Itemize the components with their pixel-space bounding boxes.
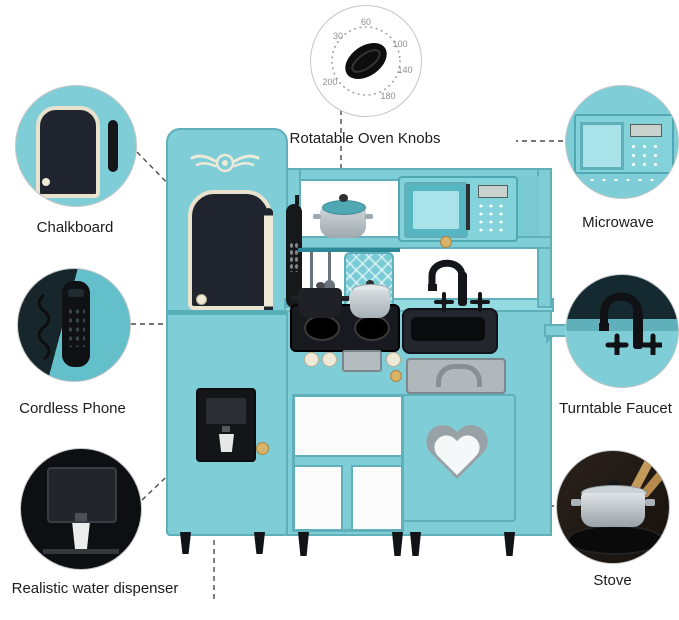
range-display: [342, 350, 382, 372]
microwave-keypad: [476, 202, 508, 232]
shelf-pot-handle-left: [313, 214, 321, 219]
back-fill-behind-microwave: [514, 176, 539, 238]
svg-text:60: 60: [361, 17, 371, 27]
oven-knob-photo: 30 60 100 140 180 200: [310, 5, 422, 117]
cabinet-divider: [341, 465, 353, 529]
shelf-pot-lid: [322, 200, 366, 215]
spoon-head: [324, 280, 335, 294]
black-pot-body: [298, 288, 342, 318]
black-pot-handle-left: [291, 296, 298, 301]
svg-text:140: 140: [397, 65, 412, 75]
microwave-door: [404, 182, 468, 238]
dispenser-spout: [222, 426, 230, 432]
stove-burner: [567, 525, 663, 555]
faucet-detail: [599, 292, 662, 355]
main-leg-2: [392, 532, 403, 556]
dial-numbers: 30 60 100 140 180 200: [322, 17, 412, 101]
turntable-faucet-label: Turntable Faucet: [559, 400, 672, 417]
shelf-pot-knob: [339, 194, 348, 202]
black-pot-handle-right: [342, 296, 349, 301]
phone-detail-keypad: [67, 307, 85, 347]
chalkboard-detail-handle: [108, 120, 118, 172]
dispenser-detail-spout: [75, 513, 87, 521]
sink-basin: [411, 317, 485, 341]
microwave-detail-display: [630, 124, 662, 137]
black-pot-knob: [316, 282, 325, 289]
oven-heart-window: [433, 436, 481, 480]
drawer-handle: [436, 364, 482, 387]
microwave-label: Microwave: [582, 214, 654, 231]
dispenser-cup: [219, 434, 234, 452]
phone-cord: [37, 293, 51, 361]
burner-right: [354, 315, 390, 341]
sink: [402, 308, 498, 354]
microwave-handle: [466, 184, 470, 230]
knob-dial: 30 60 100 140 180 200: [322, 17, 412, 101]
phone-detail-speaker: [68, 289, 84, 297]
water-dispenser-photo: [20, 448, 142, 570]
chalkboard-knob: [196, 294, 207, 305]
steel-pot-body: [350, 290, 390, 318]
dispenser-detail-tray: [43, 549, 119, 554]
water-dispenser-label: Realistic water dispenser: [11, 580, 179, 597]
stove-pot-handle-right: [645, 499, 655, 506]
turntable-faucet: [428, 259, 490, 312]
oven-knobs-label: Rotatable Oven Knobs: [289, 130, 441, 147]
phone-keypad: [289, 242, 299, 272]
wings-emblem: [190, 153, 260, 173]
fridge-leg-right: [254, 532, 265, 554]
chalkboard-door: [188, 190, 272, 310]
cordless-phone-label: Cordless Phone: [19, 400, 126, 417]
main-leg-3: [410, 532, 421, 556]
svg-text:200: 200: [322, 77, 337, 87]
fridge-divider: [166, 310, 288, 315]
range-knob-1: [304, 352, 319, 367]
shelf-pot-handle-right: [365, 214, 373, 219]
stove-pot-handle-left: [571, 499, 581, 506]
main-leg-4: [504, 532, 515, 556]
burner-left: [304, 315, 340, 341]
kitchen-microwave: [398, 176, 518, 242]
faucet-photo: [565, 274, 679, 388]
microwave-detail-window: [580, 122, 624, 170]
stove-pot-body: [581, 493, 645, 527]
range-wood-knob: [390, 370, 402, 382]
dispenser-recess: [206, 398, 246, 424]
stove-photo: [556, 450, 670, 564]
microwave-photo: [565, 85, 679, 199]
range-knob-3: [386, 352, 401, 367]
faucet-photo-counter-edge: [566, 319, 678, 331]
microwave-display: [478, 185, 508, 198]
shelf-wood-knob: [440, 236, 452, 248]
dispenser-detail-cup: [72, 523, 90, 549]
range-knob-2: [322, 352, 337, 367]
utensil-rail: [298, 248, 400, 252]
main-leg-1: [298, 532, 309, 556]
open-cabinet: [292, 394, 404, 532]
chalkboard-label: Chalkboard: [36, 219, 114, 236]
side-shelf-bracket: [546, 335, 555, 344]
chalkboard-detail-knob: [42, 178, 50, 186]
spoon-stem: [328, 252, 331, 282]
svg-text:30: 30: [333, 31, 343, 41]
kitchen-illustration: [158, 112, 574, 572]
cordless-phone: [286, 195, 302, 308]
water-dispenser-box: [196, 388, 256, 462]
microwave-window: [413, 191, 459, 229]
chalkboard-photo: [15, 85, 137, 207]
phone-detail-body: [62, 281, 90, 367]
svg-text:180: 180: [380, 91, 395, 101]
ladle-stem: [310, 252, 313, 290]
fridge-handle: [264, 208, 273, 314]
microwave-detail-front: [574, 114, 674, 174]
dispenser-wood-knob: [256, 442, 269, 455]
microwave-detail-trim-dots: [586, 176, 658, 184]
phone-antenna: [295, 195, 299, 205]
stove-label: Stove: [593, 572, 632, 589]
fridge-leg-left: [180, 532, 191, 554]
svg-text:100: 100: [392, 39, 407, 49]
microwave-detail-keypad: [628, 142, 664, 168]
cordless-phone-photo: [17, 268, 131, 382]
